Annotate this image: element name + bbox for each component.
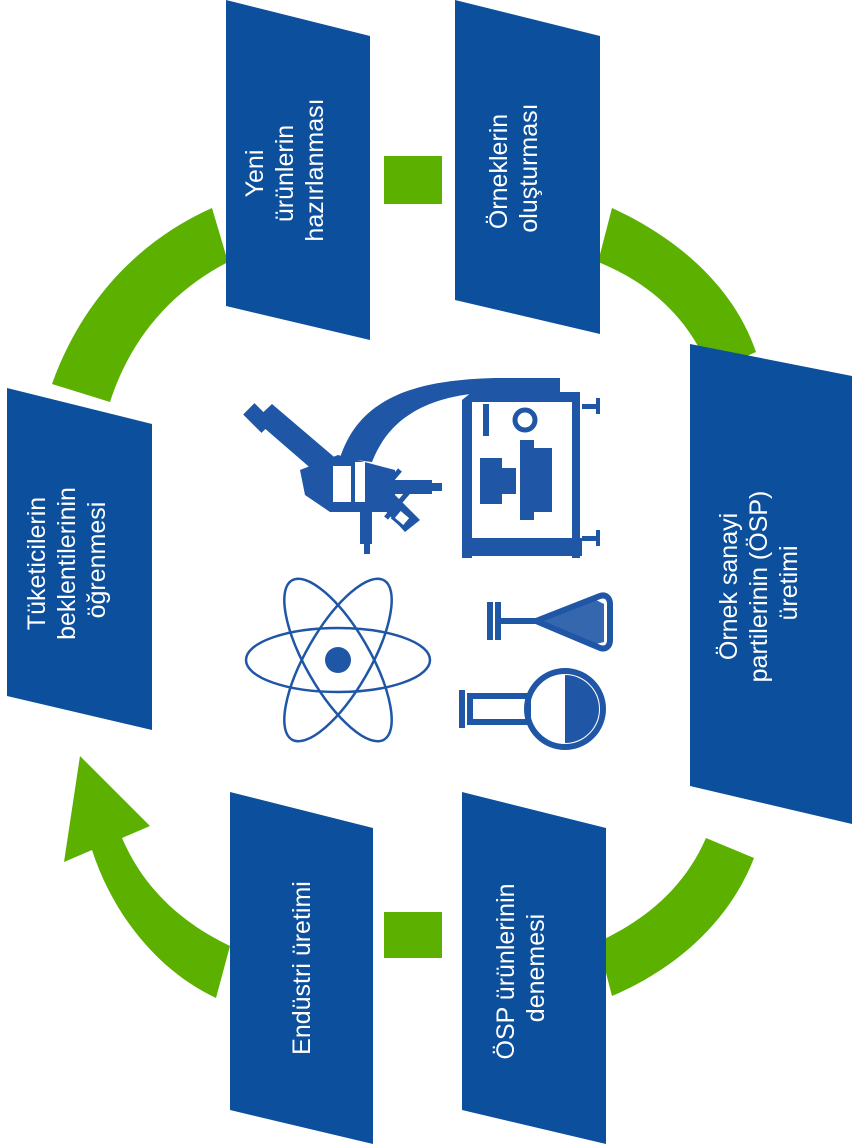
arc-arrow-left-top <box>52 208 228 402</box>
step-label-osp-production: Örnek sanayi partilerinin (ÖSP) üretimi <box>715 484 803 683</box>
step-cards <box>7 0 852 1144</box>
step-2-line-2: ürünlerin <box>271 125 299 222</box>
step-label-industrial-production: Endüstri üretimi <box>288 881 316 1055</box>
step-5-line-1: ÖSP ürünlerinin <box>492 883 520 1059</box>
arc-arrow-right-bottom <box>598 838 754 996</box>
step-4-line-3: üretimi <box>775 545 803 620</box>
arc-arrow-left-bottom <box>64 756 230 998</box>
connector-bottom <box>384 912 442 958</box>
step-4-line-1: Örnek sanayi <box>715 513 743 660</box>
step-label-new-products: Yeni ürünlerin hazırlanması <box>241 98 329 241</box>
step-1-line-1: Tüketicilerin <box>23 497 51 630</box>
step-label-osp-testing: ÖSP ürünlerinin denemesi <box>492 877 550 1060</box>
step-2-line-1: Yeni <box>241 150 269 198</box>
connector-top <box>384 156 442 204</box>
atom-icon <box>244 577 432 743</box>
step-3-line-2: oluşturması <box>515 103 543 232</box>
step-2-line-3: hazırlanması <box>301 98 329 241</box>
step-1-line-2: beklentilerinin <box>53 487 81 640</box>
microscope-icon <box>243 378 600 558</box>
step-labels: Tüketicilerin beklentilerinin öğrenmesi … <box>23 98 803 1059</box>
arc-arrow-right-top <box>598 208 756 372</box>
card-samples <box>455 0 600 334</box>
step-3-line-1: Örneklerin <box>485 114 513 229</box>
center-icons <box>243 378 613 750</box>
conical-flask-icon <box>487 592 613 652</box>
step-4-line-2: partilerinin (ÖSP) <box>745 491 773 683</box>
step-6-line-1: Endüstri üretimi <box>288 881 316 1055</box>
card-industrial-production <box>230 792 373 1144</box>
card-osp-production <box>690 344 852 824</box>
step-5-line-2: denemesi <box>522 914 550 1022</box>
card-new-products <box>226 0 370 340</box>
step-label-samples: Örneklerin oluşturması <box>485 103 543 232</box>
card-osp-testing <box>462 792 606 1144</box>
step-label-consumer-expectations: Tüketicilerin beklentilerinin öğrenmesi <box>23 480 111 640</box>
card-consumer-expectations <box>7 388 152 730</box>
cycle-arrows <box>52 156 756 998</box>
round-flask-icon <box>459 668 606 750</box>
step-1-line-3: öğrenmesi <box>83 502 111 619</box>
